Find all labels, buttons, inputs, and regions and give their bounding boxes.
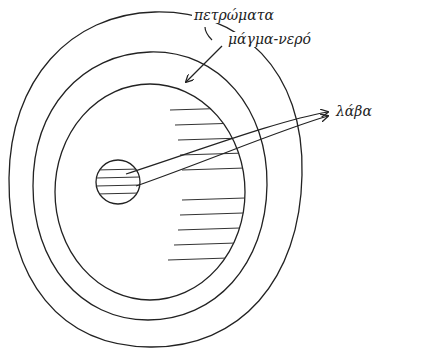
layer-label: πετρώματα	[192, 8, 276, 23]
core-outline	[96, 160, 140, 204]
leader-arrow	[186, 46, 222, 82]
layer-label: μάγμα-νερό	[226, 32, 313, 47]
leader-arrow	[126, 112, 328, 174]
inner-hatching	[168, 108, 245, 260]
core-hatching	[96, 169, 140, 194]
layer-label: λάβα	[334, 104, 374, 119]
leader-arrow	[136, 116, 328, 186]
second-ring-outline	[33, 52, 267, 320]
inner-layer-outline	[55, 84, 245, 300]
leader-line	[205, 27, 212, 40]
